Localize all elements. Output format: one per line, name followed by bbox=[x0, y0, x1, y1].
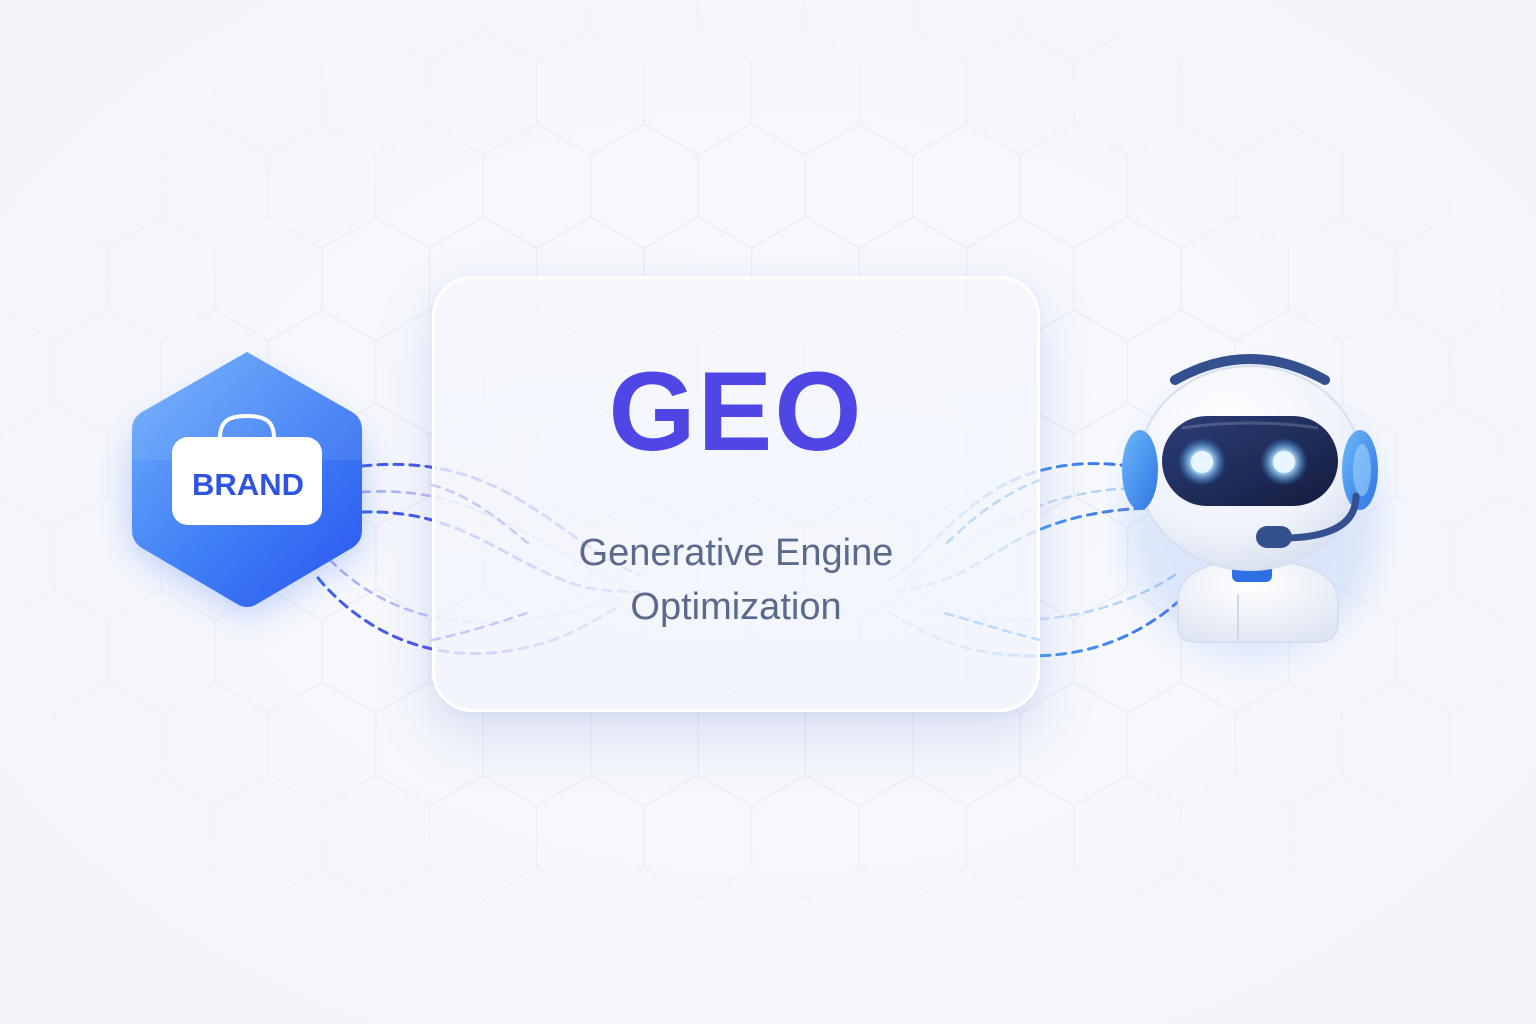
geo-subtitle: Generative Engine Optimization bbox=[432, 526, 1040, 634]
geo-title: GEO bbox=[608, 349, 864, 474]
geo-subtitle-line-1: Generative Engine bbox=[578, 532, 894, 574]
shopping-bag-icon bbox=[218, 413, 276, 439]
geo-subtitle-line-2: Optimization bbox=[630, 586, 842, 628]
flow-line-right-4 bbox=[883, 573, 1177, 622]
geo-card bbox=[432, 276, 1040, 712]
background-hexagon bbox=[1502, 786, 1536, 888]
flow-line-left-3 bbox=[360, 510, 642, 594]
brand-label: BRAND bbox=[192, 467, 304, 502]
